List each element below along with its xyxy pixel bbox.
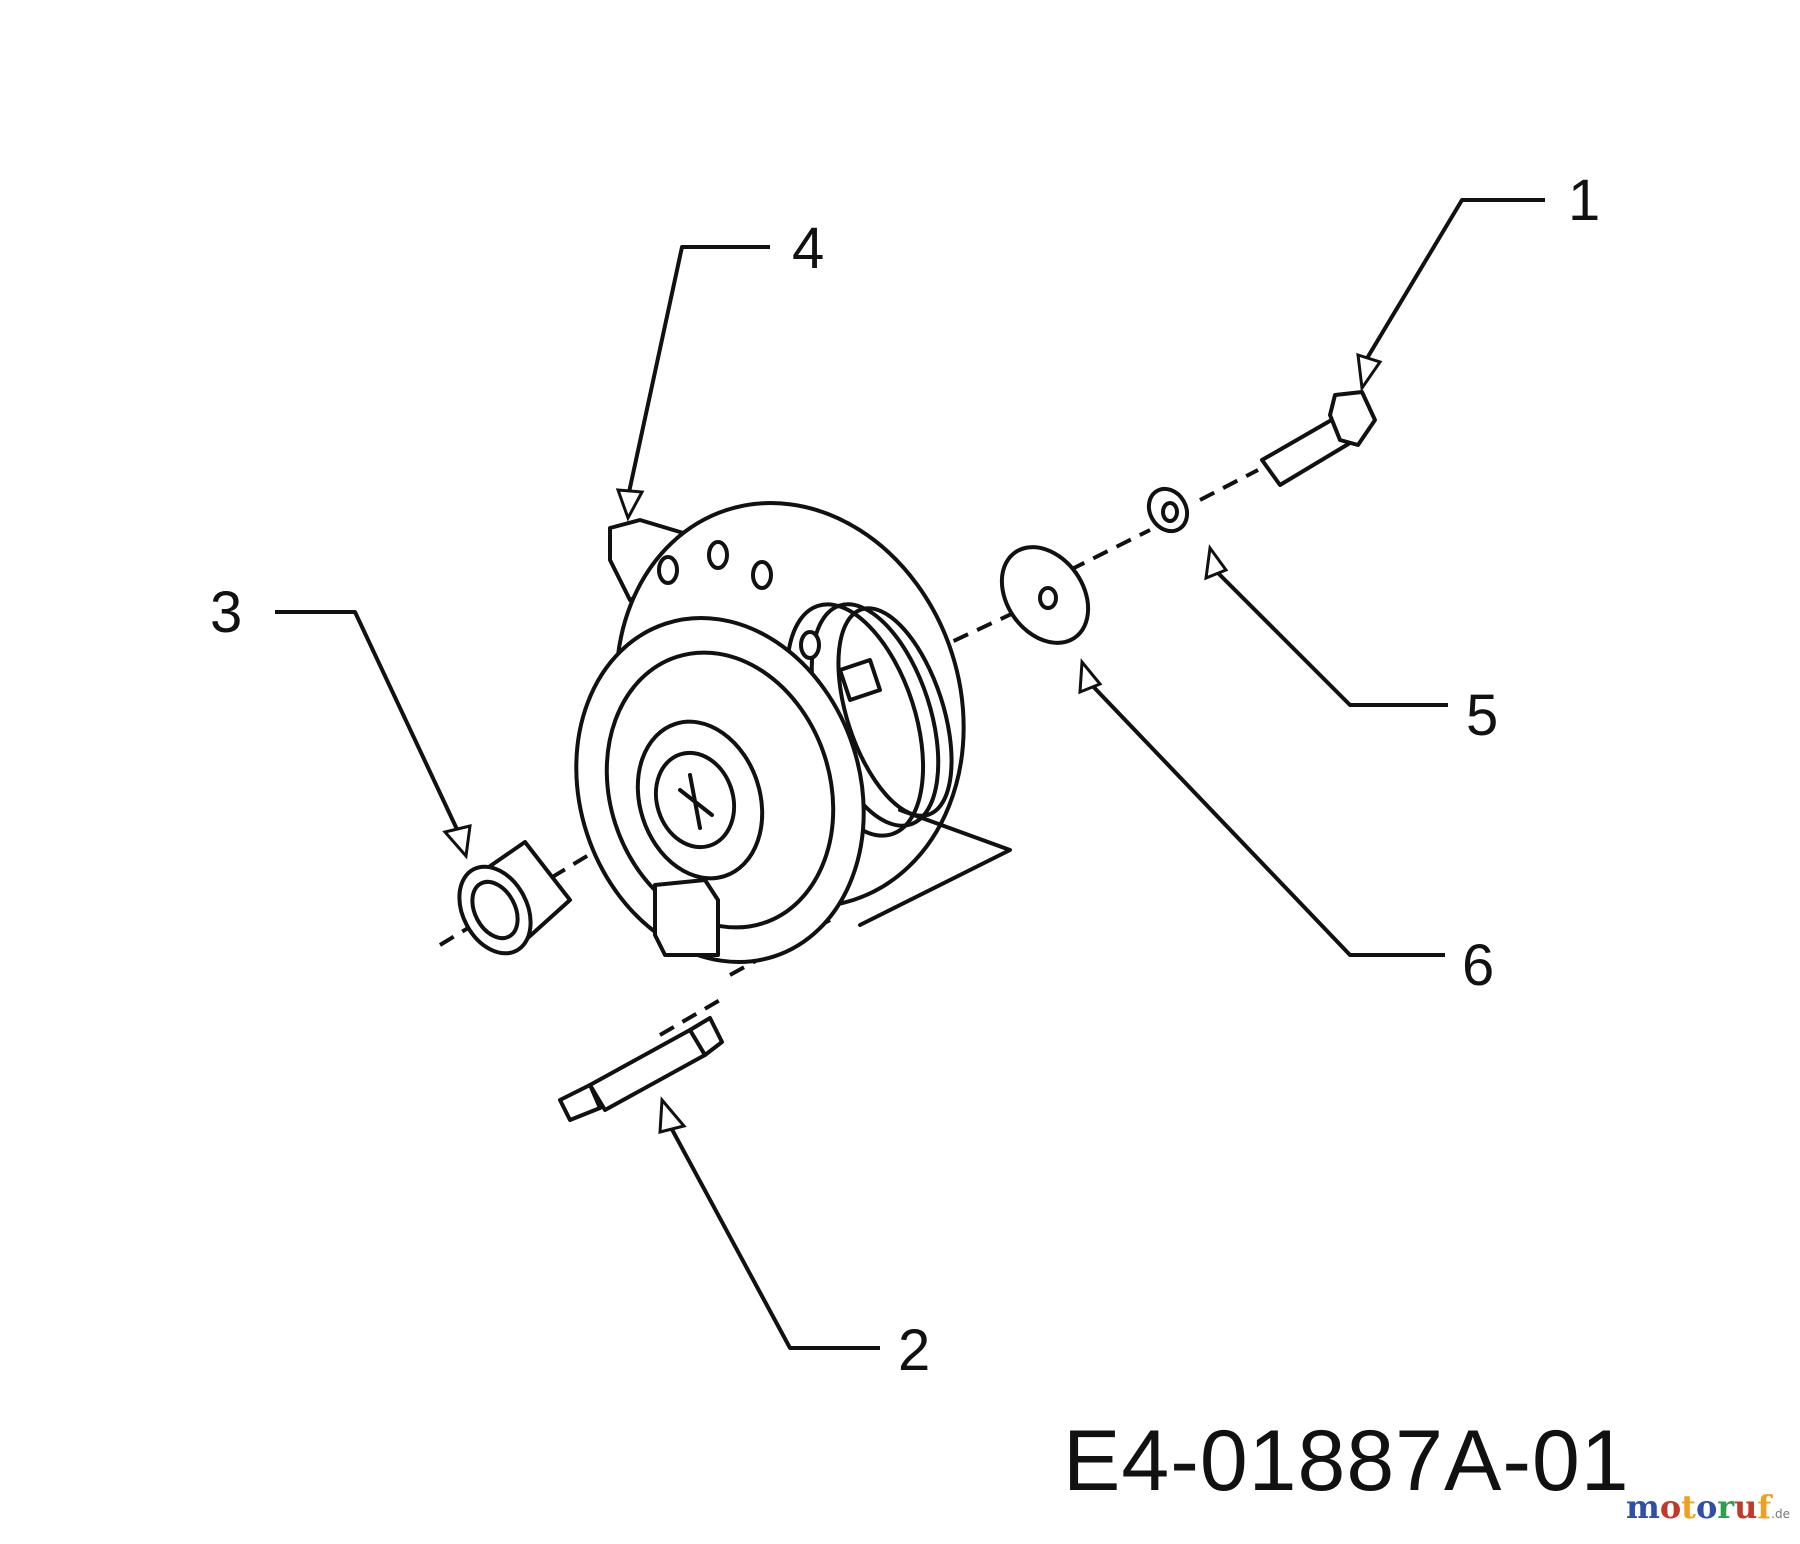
spacer bbox=[457, 840, 572, 956]
watermark-letter: f bbox=[1757, 1488, 1772, 1526]
watermark-logo: motoruf.de bbox=[1626, 1488, 1790, 1526]
callout-number: 3 bbox=[210, 580, 242, 645]
watermark-letter: t bbox=[1681, 1488, 1696, 1526]
clutch-body bbox=[574, 501, 1012, 964]
watermark-letter: u bbox=[1734, 1488, 1758, 1526]
shaft bbox=[558, 1016, 724, 1122]
callout-number: 4 bbox=[792, 216, 824, 281]
callout-number: 2 bbox=[898, 1318, 930, 1383]
callout-number: 6 bbox=[1462, 933, 1494, 998]
watermark-letter: o bbox=[1695, 1488, 1718, 1526]
drawing-code: E4-01887A-01 bbox=[1063, 1413, 1630, 1509]
watermark-letter: o bbox=[1659, 1488, 1682, 1526]
watermark-letter: r bbox=[1717, 1488, 1735, 1526]
callout-number: 1 bbox=[1568, 168, 1600, 233]
watermark-suffix: .de bbox=[1771, 1507, 1790, 1521]
watermark-letter: m bbox=[1625, 1488, 1660, 1526]
callout-number: 5 bbox=[1466, 683, 1498, 748]
bolt bbox=[1260, 390, 1377, 487]
washer bbox=[999, 545, 1091, 645]
lock-washer bbox=[1146, 486, 1190, 534]
leader-lines bbox=[275, 198, 1545, 1350]
